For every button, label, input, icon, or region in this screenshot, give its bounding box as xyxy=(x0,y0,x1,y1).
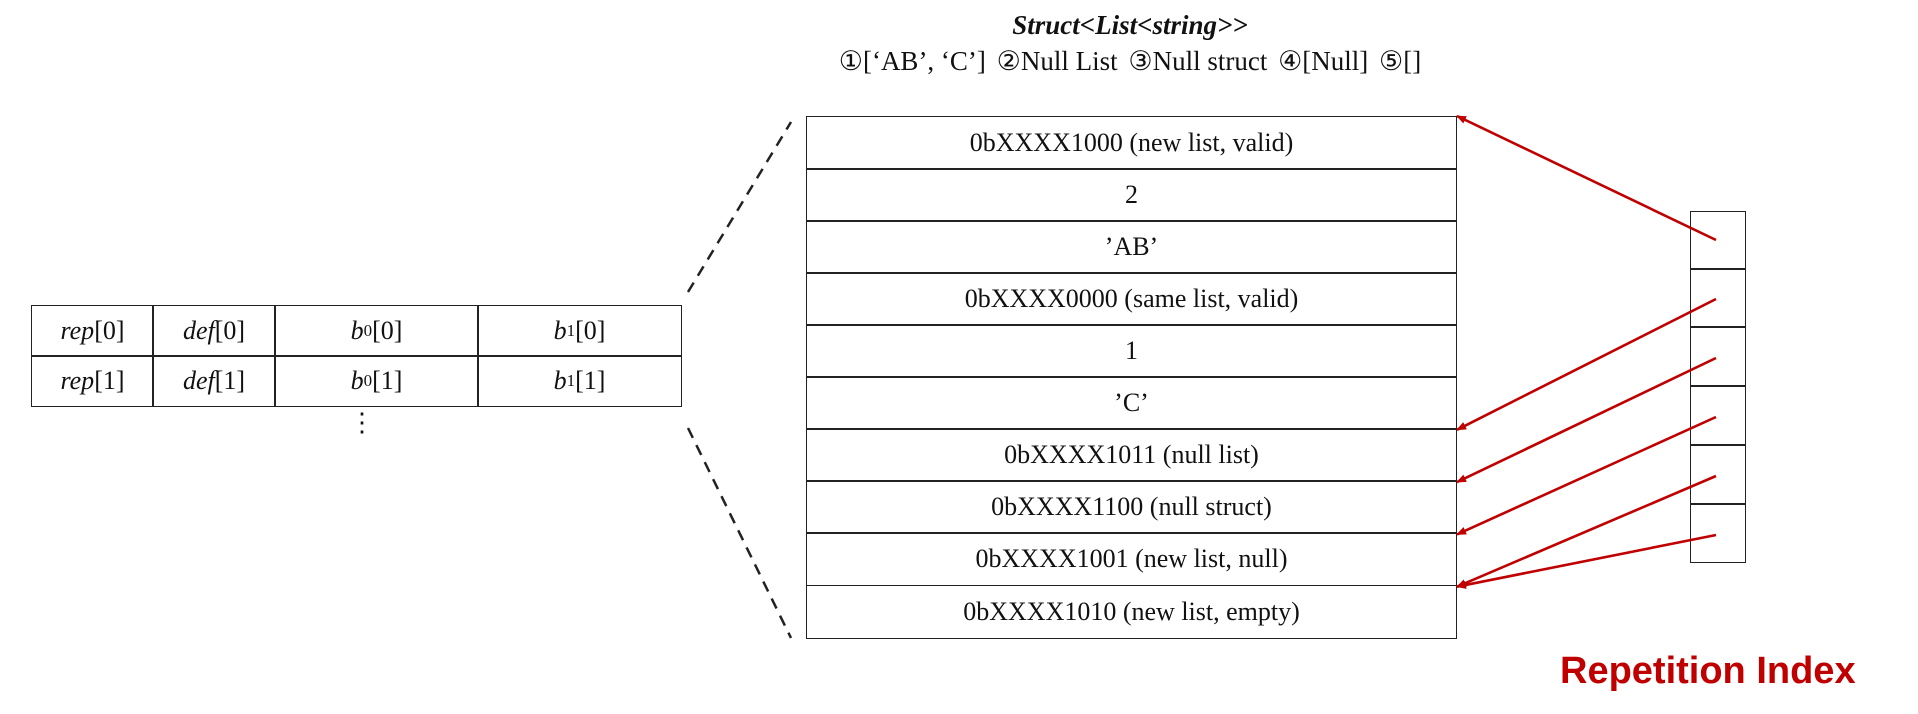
repetition-index-slot xyxy=(1690,504,1746,563)
index-arrow xyxy=(1456,474,1717,588)
repetition-index-slot xyxy=(1690,211,1746,270)
buffer-row: 0bXXXX1000 (new list, valid) xyxy=(806,116,1457,170)
cell-rep-0: rep[0] xyxy=(31,305,154,357)
zoom-line-top xyxy=(686,121,793,293)
buffer-row: 0bXXXX1100 (null struct) xyxy=(806,480,1457,534)
buffer-row: 2 xyxy=(806,168,1457,222)
cell-rep-1: rep[1] xyxy=(31,355,154,407)
buffer-row: 0bXXXX1011 (null list) xyxy=(806,428,1457,482)
diagram-title: Struct<List<string>> xyxy=(1012,10,1248,40)
index-arrow xyxy=(1456,114,1717,242)
index-arrows xyxy=(1456,114,1717,589)
zoom-line-bottom xyxy=(686,427,793,639)
cell-def-0: def[0] xyxy=(152,305,276,357)
repetition-index-slot xyxy=(1690,445,1746,504)
buffer-row: ’C’ xyxy=(806,376,1457,430)
index-arrow xyxy=(1456,415,1717,536)
legend-case-1: ①[‘AB’, ‘C’] xyxy=(838,46,986,76)
legend-case-5: ⑤[] xyxy=(1379,46,1422,76)
repetition-index-slot xyxy=(1690,268,1746,327)
repetition-index-slot xyxy=(1690,386,1746,445)
buffer-row: 0bXXXX1010 (new list, empty) xyxy=(806,585,1457,639)
index-arrow xyxy=(1456,533,1717,589)
repetition-index-slot xyxy=(1690,327,1746,386)
repetition-index-label: Repetition Index xyxy=(1560,650,1856,692)
legend-case-4: ④[Null] xyxy=(1278,46,1369,76)
buffer-row: ’AB’ xyxy=(806,220,1457,274)
index-arrow xyxy=(1456,356,1717,484)
buffer-row: 0bXXXX0000 (same list, valid) xyxy=(806,272,1457,326)
cell-def-1: def[1] xyxy=(152,355,276,407)
index-arrow xyxy=(1456,297,1717,431)
buffer-row: 1 xyxy=(806,324,1457,378)
legend-case-3: ③Null struct xyxy=(1128,46,1268,76)
legend-case-2: ②Null List xyxy=(996,46,1118,76)
case-legend: ①[‘AB’, ‘C’] ②Null List ③Null struct ④[N… xyxy=(0,46,1918,77)
